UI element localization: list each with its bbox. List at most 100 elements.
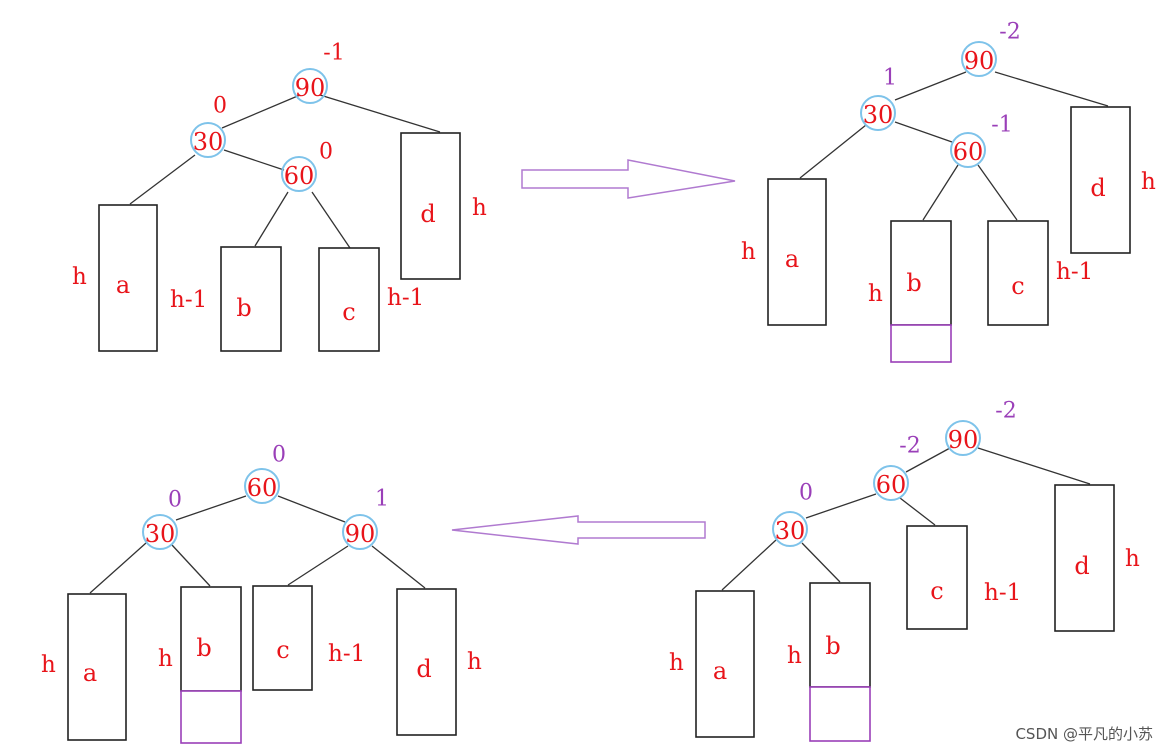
balance-factor: 0	[799, 481, 813, 506]
subtree-label: a	[83, 659, 97, 687]
subtree-box	[767, 178, 827, 326]
panel-balanced-tree: 60 0 30 0 90 1 a h b h c h-1 d h	[41, 443, 482, 744]
subtree-height: h	[472, 195, 487, 221]
tree-edge	[311, 191, 351, 249]
subtree-box	[396, 588, 457, 736]
subtree-box	[987, 220, 1049, 326]
balance-factor: -2	[999, 20, 1020, 45]
node-circle	[772, 511, 808, 547]
tree-node-label: 90	[295, 74, 326, 102]
growth-box	[809, 686, 871, 742]
node-circle	[342, 514, 378, 550]
tree-node-label: 90	[345, 520, 376, 548]
subtree-height: h-1	[984, 580, 1021, 606]
tree-node-label: 60	[953, 138, 984, 166]
subtree-height: h-1	[387, 285, 424, 311]
subtree-box	[1070, 106, 1131, 254]
subtree-label: a	[785, 245, 799, 273]
subtree-height: h	[41, 652, 56, 678]
subtree-label: c	[276, 636, 289, 664]
node-circle	[281, 156, 317, 192]
subtree-label: c	[1011, 272, 1024, 300]
tree-node-label: 90	[964, 47, 995, 75]
tree-node-label: 30	[193, 128, 224, 156]
tree-edge	[977, 164, 1018, 221]
panel-after-insert-tree: 90 -2 30 1 60 -1 a h b h c h-1 d h	[741, 20, 1156, 363]
tree-edge	[977, 447, 1091, 485]
node-circle	[244, 468, 280, 504]
balance-factor: 0	[319, 140, 333, 165]
transition-arrow-left	[451, 515, 706, 545]
subtree-height: h	[467, 649, 482, 675]
subtree-height: h	[868, 281, 883, 307]
tree-edge	[171, 544, 211, 587]
tree-edge	[799, 124, 867, 179]
tree-edge	[922, 164, 959, 221]
balance-factor: 0	[213, 94, 227, 119]
subtree-label: a	[713, 657, 727, 685]
growth-box	[890, 324, 952, 363]
node-circle	[142, 514, 178, 550]
subtree-box	[906, 525, 968, 630]
subtree-label: b	[825, 632, 840, 660]
subtree-label: a	[116, 271, 130, 299]
panel-initial-tree: 90 -1 30 0 60 0 a h b h-1 c h-1 d h	[72, 41, 487, 352]
subtree-label: b	[906, 269, 921, 297]
subtree-label: d	[420, 200, 435, 228]
subtree-height: h	[1125, 546, 1140, 572]
tree-edge	[801, 542, 841, 583]
subtree-label: b	[236, 294, 251, 322]
subtree-height: h	[741, 239, 756, 265]
tree-node-label: 60	[876, 471, 907, 499]
subtree-height: h	[158, 646, 173, 672]
tree-edge	[905, 447, 951, 473]
balance-factor: -2	[899, 434, 920, 459]
tree-edge	[894, 71, 967, 101]
balance-factor: -1	[323, 41, 344, 66]
subtree-box	[98, 204, 158, 352]
subtree-box	[220, 246, 282, 352]
tree-edge	[371, 545, 426, 589]
node-circle	[950, 132, 986, 168]
tree-node-label: 60	[284, 162, 315, 190]
tree-node-label: 30	[145, 520, 176, 548]
balance-factor: 1	[883, 66, 897, 91]
tree-edge	[805, 493, 877, 519]
balance-factor: 1	[375, 487, 389, 512]
tree-edge	[175, 495, 247, 521]
growth-box	[180, 690, 242, 744]
node-circle	[292, 68, 328, 104]
subtree-height: h-1	[328, 641, 365, 667]
subtree-box	[400, 132, 461, 280]
tree-node-label: 90	[948, 426, 979, 454]
transition-arrow-right	[521, 159, 736, 199]
subtree-height: h	[72, 264, 87, 290]
subtree-label: c	[342, 298, 355, 326]
tree-edge	[223, 149, 285, 171]
tree-edge	[129, 154, 196, 205]
tree-edge	[287, 545, 349, 586]
balance-factor: -1	[991, 113, 1012, 138]
tree-edge	[221, 94, 301, 129]
subtree-box	[318, 247, 380, 352]
tree-edge	[254, 191, 289, 247]
tree-edge	[894, 121, 953, 143]
node-circle	[945, 420, 981, 456]
tree-edge	[277, 495, 346, 523]
subtree-label: d	[416, 655, 431, 683]
subtree-box	[67, 593, 127, 741]
balance-factor: 0	[272, 443, 286, 468]
subtree-label: d	[1090, 174, 1105, 202]
node-circle	[860, 95, 896, 131]
tree-edge	[319, 94, 441, 133]
tree-node-label: 30	[775, 517, 806, 545]
subtree-height: h-1	[170, 287, 207, 313]
subtree-height: h-1	[1056, 259, 1093, 285]
node-circle	[190, 122, 226, 158]
tree-edge	[721, 539, 777, 591]
balance-factor: -2	[995, 399, 1016, 424]
subtree-box	[252, 585, 313, 691]
subtree-box	[890, 220, 952, 326]
panel-after-left-rotation-tree: 90 -2 60 -2 30 0 a h b h c h-1 d h	[669, 399, 1140, 742]
